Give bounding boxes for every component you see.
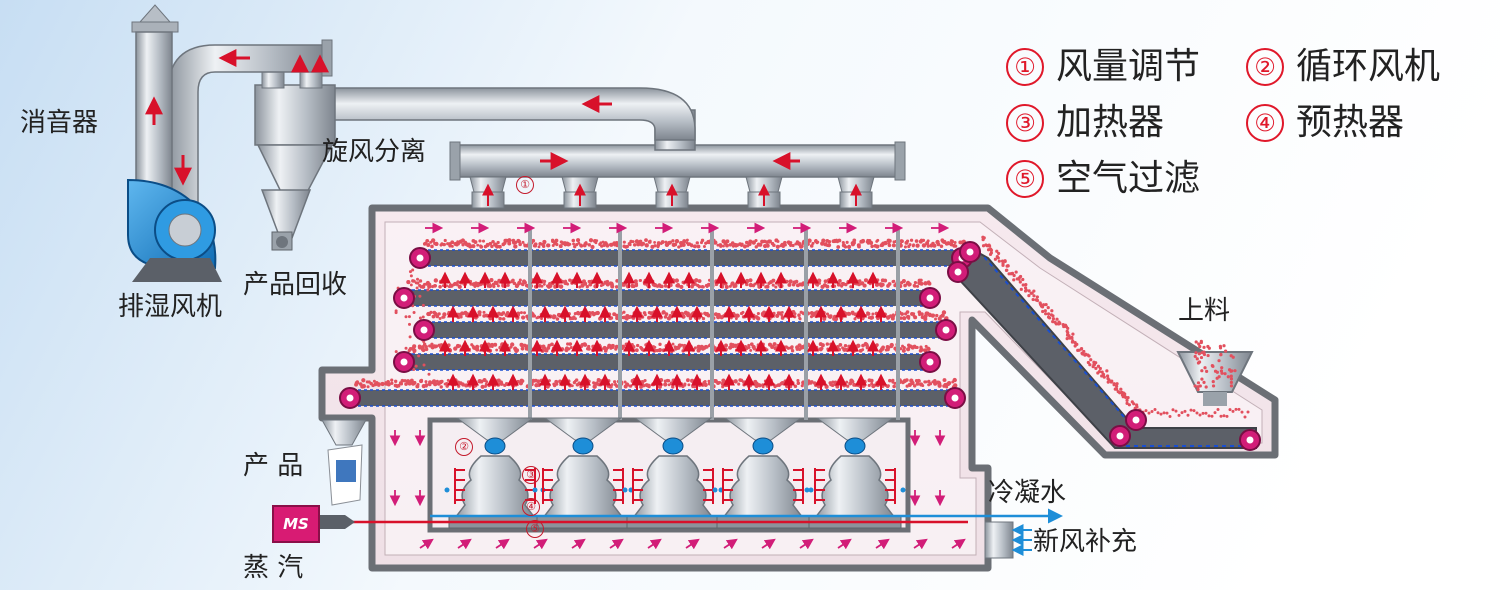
airflow-arrow <box>951 538 966 550</box>
legend-item-2: ② 循环风机 <box>1246 46 1440 88</box>
airflow-arrow <box>913 538 928 550</box>
divider <box>528 230 532 420</box>
legend-item-3: ③ 加热器 <box>1006 102 1164 144</box>
belt-layer-2 <box>404 290 930 306</box>
marker-1: ① <box>516 176 534 194</box>
circulation-fans <box>444 417 906 529</box>
marker-2: ② <box>455 438 473 456</box>
muffler <box>131 4 179 193</box>
legend-text-2: 循环风机 <box>1296 46 1441 87</box>
damper-4 <box>745 176 783 209</box>
airflow-arrows <box>389 222 966 550</box>
label-product: 产 品 <box>243 451 304 481</box>
duct-flow-arrows <box>145 49 800 186</box>
legend-item-5: ⑤ 空气过滤 <box>1006 158 1200 200</box>
label-recovery: 产品回收 <box>243 270 348 300</box>
legend-num-3: ③ <box>1006 104 1044 142</box>
legend-num-2: ② <box>1246 48 1284 86</box>
marker-3: ③ <box>522 466 540 484</box>
airflow-arrow <box>495 538 510 550</box>
damper-2 <box>561 176 599 209</box>
airflow-arrow <box>799 538 814 550</box>
airflow-arrow <box>761 538 776 550</box>
airflow-arrow <box>837 538 852 550</box>
legend-item-1: ① 风量调节 <box>1006 46 1200 88</box>
legend-num-4: ④ <box>1246 104 1284 142</box>
belt-layer-5 <box>350 390 955 406</box>
return-duct <box>329 87 696 141</box>
divider <box>896 230 900 420</box>
airflow-arrow <box>723 538 738 550</box>
belt-layer-3 <box>424 322 946 338</box>
dampers <box>469 176 875 209</box>
circulation-fan-5 <box>804 417 906 529</box>
airflow-arrow <box>609 538 624 550</box>
legend-item-4: ④ 预热器 <box>1246 102 1404 144</box>
airflow-arrow <box>419 538 434 550</box>
label-steam: 蒸 汽 <box>243 553 304 583</box>
airflow-arrow <box>647 538 662 550</box>
belt-layer-1 <box>420 250 962 266</box>
damper-1 <box>469 176 507 209</box>
airflow-arrow <box>571 538 586 550</box>
label-muffler: 消音器 <box>20 108 99 138</box>
label-exhaust-fan: 排湿风机 <box>118 292 223 322</box>
airflow-arrow <box>457 538 472 550</box>
damper-5 <box>837 176 875 209</box>
divider <box>804 230 808 420</box>
fresh-air-intake <box>984 521 1032 559</box>
legend-text-1: 风量调节 <box>1056 46 1201 87</box>
legend-text-3: 加热器 <box>1056 102 1165 143</box>
legend-num-1: ① <box>1006 48 1044 86</box>
divider <box>618 230 622 420</box>
marker-5: ⑤ <box>526 520 544 538</box>
airflow-arrow <box>533 538 548 550</box>
legend-text-5: 空气过滤 <box>1056 158 1201 199</box>
label-condensate: 冷凝水 <box>988 478 1067 508</box>
circulation-fan-4 <box>712 417 814 529</box>
chamber-dividers <box>528 230 900 420</box>
airflow-arrow <box>875 538 890 550</box>
steam-motor-box: MS <box>272 505 320 543</box>
label-fresh-air: 新风补充 <box>1033 527 1138 557</box>
marker-4: ④ <box>522 498 540 516</box>
exhaust-fan <box>127 178 222 282</box>
product-bag <box>321 419 367 506</box>
damper-3 <box>653 176 691 209</box>
recovery-valve <box>271 231 293 251</box>
legend-text-4: 预热器 <box>1296 102 1405 143</box>
belt-layer-4 <box>404 354 930 370</box>
label-cyclone: 旋风分离 <box>322 137 427 167</box>
legend-num-5: ⑤ <box>1006 160 1044 198</box>
rollers <box>339 241 1261 451</box>
divider <box>710 230 714 420</box>
circulation-fan-3 <box>622 417 724 529</box>
airflow-arrow <box>685 538 700 550</box>
label-feed: 上料 <box>1178 296 1231 326</box>
